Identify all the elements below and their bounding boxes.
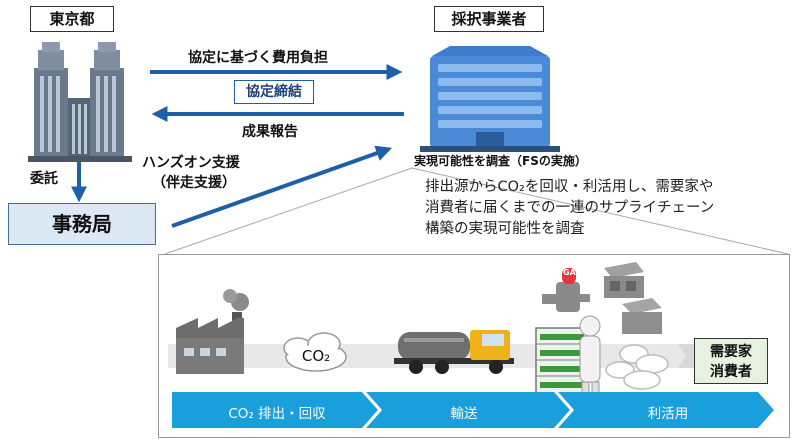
worker-icon [579,315,601,397]
stage-3-label: 利活用 [647,406,689,422]
stage-1-label: CO₂ 排出・回収 [228,406,326,422]
gas-label: GAS [563,268,582,277]
secretariat-box: 事務局 [8,203,156,245]
cost-burden-text: 協定に基づく費用負担 [188,50,328,66]
chevron-stage-3 [558,392,774,428]
co2-cloud-label: CO₂ [301,347,331,365]
description-line-1: 排出源からCO₂を回収・利活用し、需要家や [425,179,714,195]
tokyo-government-building-icon [28,42,132,162]
consign-text: 委託 [30,171,58,187]
adopted-business-label: 採択事業者 [434,6,544,32]
hands-on-text-line2: （伴走支援） [152,175,236,191]
supply-chain-graphics [168,262,774,429]
office-building-icon [420,46,560,152]
description-line-3: 構築の実現可能性を調査 [425,221,585,237]
co2-cloud-icon [283,332,347,372]
tank-truck-icon [394,330,514,374]
chevron-stage-2 [366,392,570,428]
fs-caption: 実現可能性を調査（FSの実施） [414,154,587,168]
consumer-box: 需要家 消費者 [694,338,768,384]
fs-description: 排出源からCO₂を回収・利活用し、需要家や 消費者に届くまでの一連のサプライチェ… [425,177,785,240]
hands-on-arrow [171,145,393,228]
agreement-box: 協定締結 [234,80,314,104]
stage-2-label: 輸送 [450,406,478,422]
concrete-blocks-icon [604,262,662,334]
consumer-line-2: 消費者 [710,364,752,380]
description-line-2: 消費者に届くまでの一連のサプライチェーン [425,200,715,216]
report-text: 成果報告 [242,124,298,140]
hands-on-text-line1: ハンズオン支援 [142,155,240,171]
consumer-line-1: 需要家 [710,344,752,360]
factory-icon [176,289,249,374]
tokyo-label: 東京都 [30,6,114,32]
gas-cylinder-icon [542,268,590,312]
chevron-stage-1 [172,392,378,428]
dry-ice-icon [605,344,669,390]
